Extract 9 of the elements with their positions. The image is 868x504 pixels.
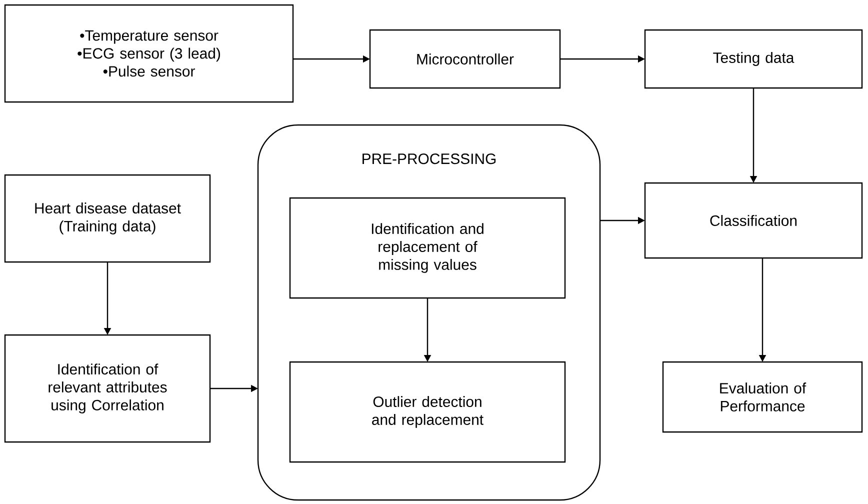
- process-box: Classification: [644, 182, 863, 259]
- process-box: •Temperature sensor •ECG sensor (3 lead) •Pulse sensor: [4, 4, 294, 103]
- process-box: Testing data: [644, 29, 863, 89]
- process-box: Outlier detection and replacement: [289, 361, 566, 463]
- process-box: Heart disease dataset (Training data): [4, 174, 211, 263]
- process-box: Evaluation of Performance: [662, 361, 863, 433]
- process-box: Identification of relevant attributes using Correlation: [4, 334, 211, 443]
- process-box: Identification and replacement of missing values: [289, 197, 566, 299]
- process-box: Microcontroller: [369, 29, 561, 89]
